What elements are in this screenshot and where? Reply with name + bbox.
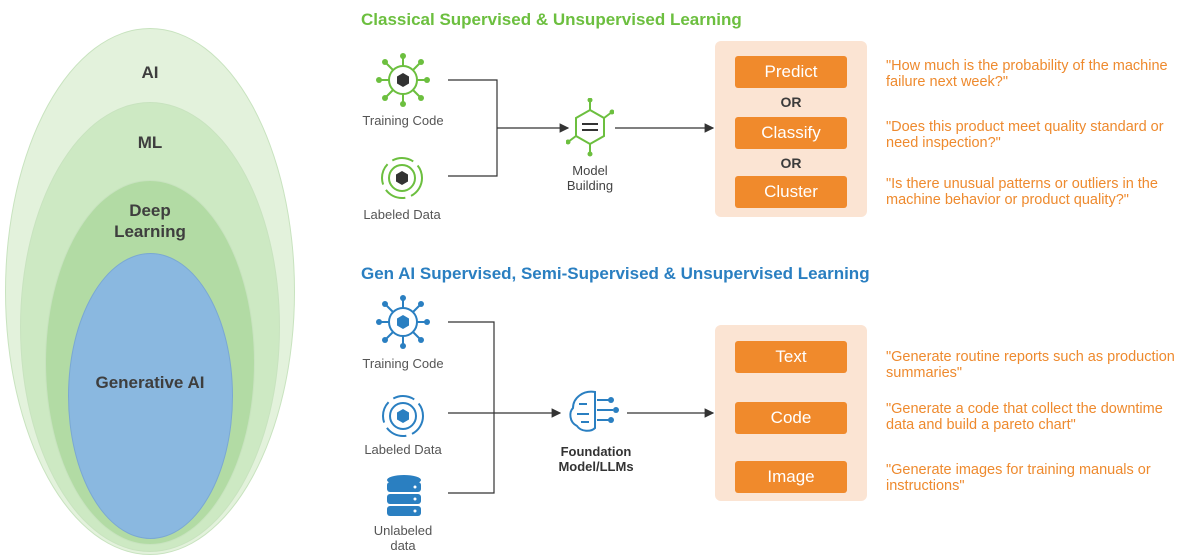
training-code-icon <box>376 53 430 107</box>
labeled-data-icon <box>381 157 423 199</box>
model-building-label: Model Building <box>566 163 614 193</box>
foundation-model-icon <box>569 390 619 432</box>
unlabeled-data-label: Unlabeled data <box>373 523 433 553</box>
genai-labeled-data-label: Labeled Data <box>364 442 442 457</box>
foundation-model-label: Foundation Model/LLMs <box>558 444 634 474</box>
text-example: "Generate routine reports such as produc… <box>886 349 1175 381</box>
connector-bottom-training <box>448 321 495 413</box>
text-output: Text <box>735 341 847 373</box>
classify-output: Classify <box>735 117 847 149</box>
cluster-output: Cluster <box>735 176 847 208</box>
connector-top-labeled <box>448 128 498 177</box>
database-icon <box>387 475 421 516</box>
classical-labeled-data-label: Labeled Data <box>363 207 441 222</box>
deep-learning-label: Deep Learning <box>114 201 186 241</box>
code-output: Code <box>735 402 847 434</box>
or-separator-2: OR <box>780 155 802 171</box>
classical-training-code-label: Training Code <box>362 113 444 128</box>
generative-ai-label: Generative AI <box>95 373 205 392</box>
image-example: "Generate images for training manuals or… <box>886 462 1151 494</box>
classical-output-panel: Predict OR Classify OR Cluster <box>715 41 867 217</box>
genai-training-code-icon <box>376 295 430 349</box>
classify-example: "Does this product meet quality standard… <box>886 119 1164 151</box>
connector-top-training <box>448 79 498 128</box>
genai-section-title: Gen AI Supervised, Semi-Supervised & Uns… <box>361 264 870 283</box>
genai-training-code-label: Training Code <box>362 356 444 371</box>
predict-example: "How much is the probability of the mach… <box>886 58 1168 90</box>
or-separator-1: OR <box>780 94 802 110</box>
connector-bottom-unlabeled <box>448 413 495 494</box>
predict-output: Predict <box>735 56 847 88</box>
generative-ai-ellipse <box>68 253 233 539</box>
classical-section-title: Classical Supervised & Unsupervised Lear… <box>361 10 742 29</box>
code-example: "Generate a code that collect the downti… <box>886 401 1163 433</box>
image-output: Image <box>735 461 847 493</box>
genai-labeled-data-icon <box>382 395 424 437</box>
cluster-example: "Is there unusual patterns or outliers i… <box>886 176 1158 208</box>
genai-output-panel: Text Code Image <box>715 325 867 501</box>
model-building-icon <box>566 98 614 157</box>
ai-label: AI <box>141 63 159 82</box>
ml-label: ML <box>137 133 163 152</box>
